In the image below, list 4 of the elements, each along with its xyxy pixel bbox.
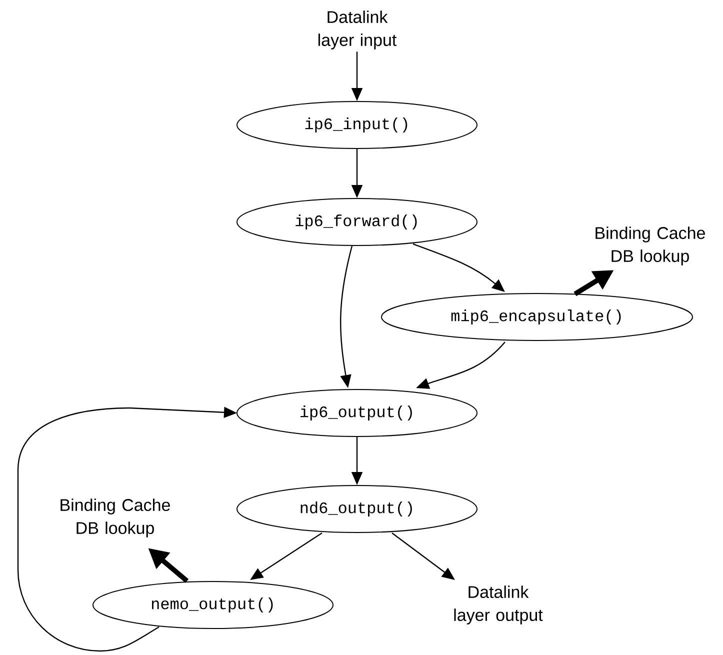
flow-label: Datalink layer input	[318, 10, 397, 50]
flow-label: Binding Cache DB lookup	[60, 498, 170, 538]
flow-label: Datalink layer output	[454, 586, 543, 624]
flow-label: Binding Cache DB lookup	[596, 226, 705, 266]
